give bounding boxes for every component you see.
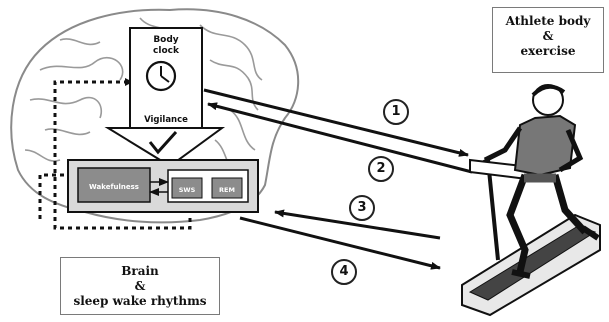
number-badge-1: 1 — [383, 99, 409, 125]
athlete-line-3: exercise — [520, 44, 576, 58]
number-badge-2: 2 — [368, 156, 394, 182]
brain-line-2: & — [134, 279, 146, 293]
arrow-2 — [207, 102, 473, 174]
arrow-3 — [274, 209, 441, 240]
brain-line-1: Brain — [121, 264, 159, 278]
dotted-loop-left — [38, 173, 80, 220]
brain-illustration — [10, 8, 300, 224]
body-clock-title-2: clock — [153, 46, 180, 56]
number-badge-3: 3 — [349, 195, 375, 221]
athlete-treadmill-illustration — [461, 84, 601, 317]
checkmark-icon — [148, 130, 178, 155]
athlete-body-label-box: Athlete body & exercise — [492, 7, 604, 73]
sleep-wake-panel: Wakefulness SWS REM — [67, 159, 259, 213]
vigilance-label: Vigilance — [144, 115, 188, 125]
arrow-1 — [203, 88, 469, 157]
brain-sleep-label-box: Brain & sleep wake rhythms — [60, 257, 220, 315]
downward-arrow — [104, 127, 226, 168]
clock-icon — [145, 60, 177, 92]
rem-label: REM — [219, 186, 235, 194]
arrow-4 — [239, 216, 441, 270]
body-clock-panel: Body clock Vigilance — [129, 27, 203, 141]
brain-line-3: sleep wake rhythms — [73, 294, 207, 308]
sws-label: SWS — [179, 186, 196, 194]
dotted-feedback-loop — [53, 80, 192, 230]
body-clock-title-1: Body — [153, 35, 178, 45]
athlete-line-1: Athlete body — [505, 14, 591, 28]
number-badge-4: 4 — [331, 259, 357, 285]
wakefulness-label: Wakefulness — [89, 183, 139, 191]
athlete-line-2: & — [542, 29, 554, 43]
